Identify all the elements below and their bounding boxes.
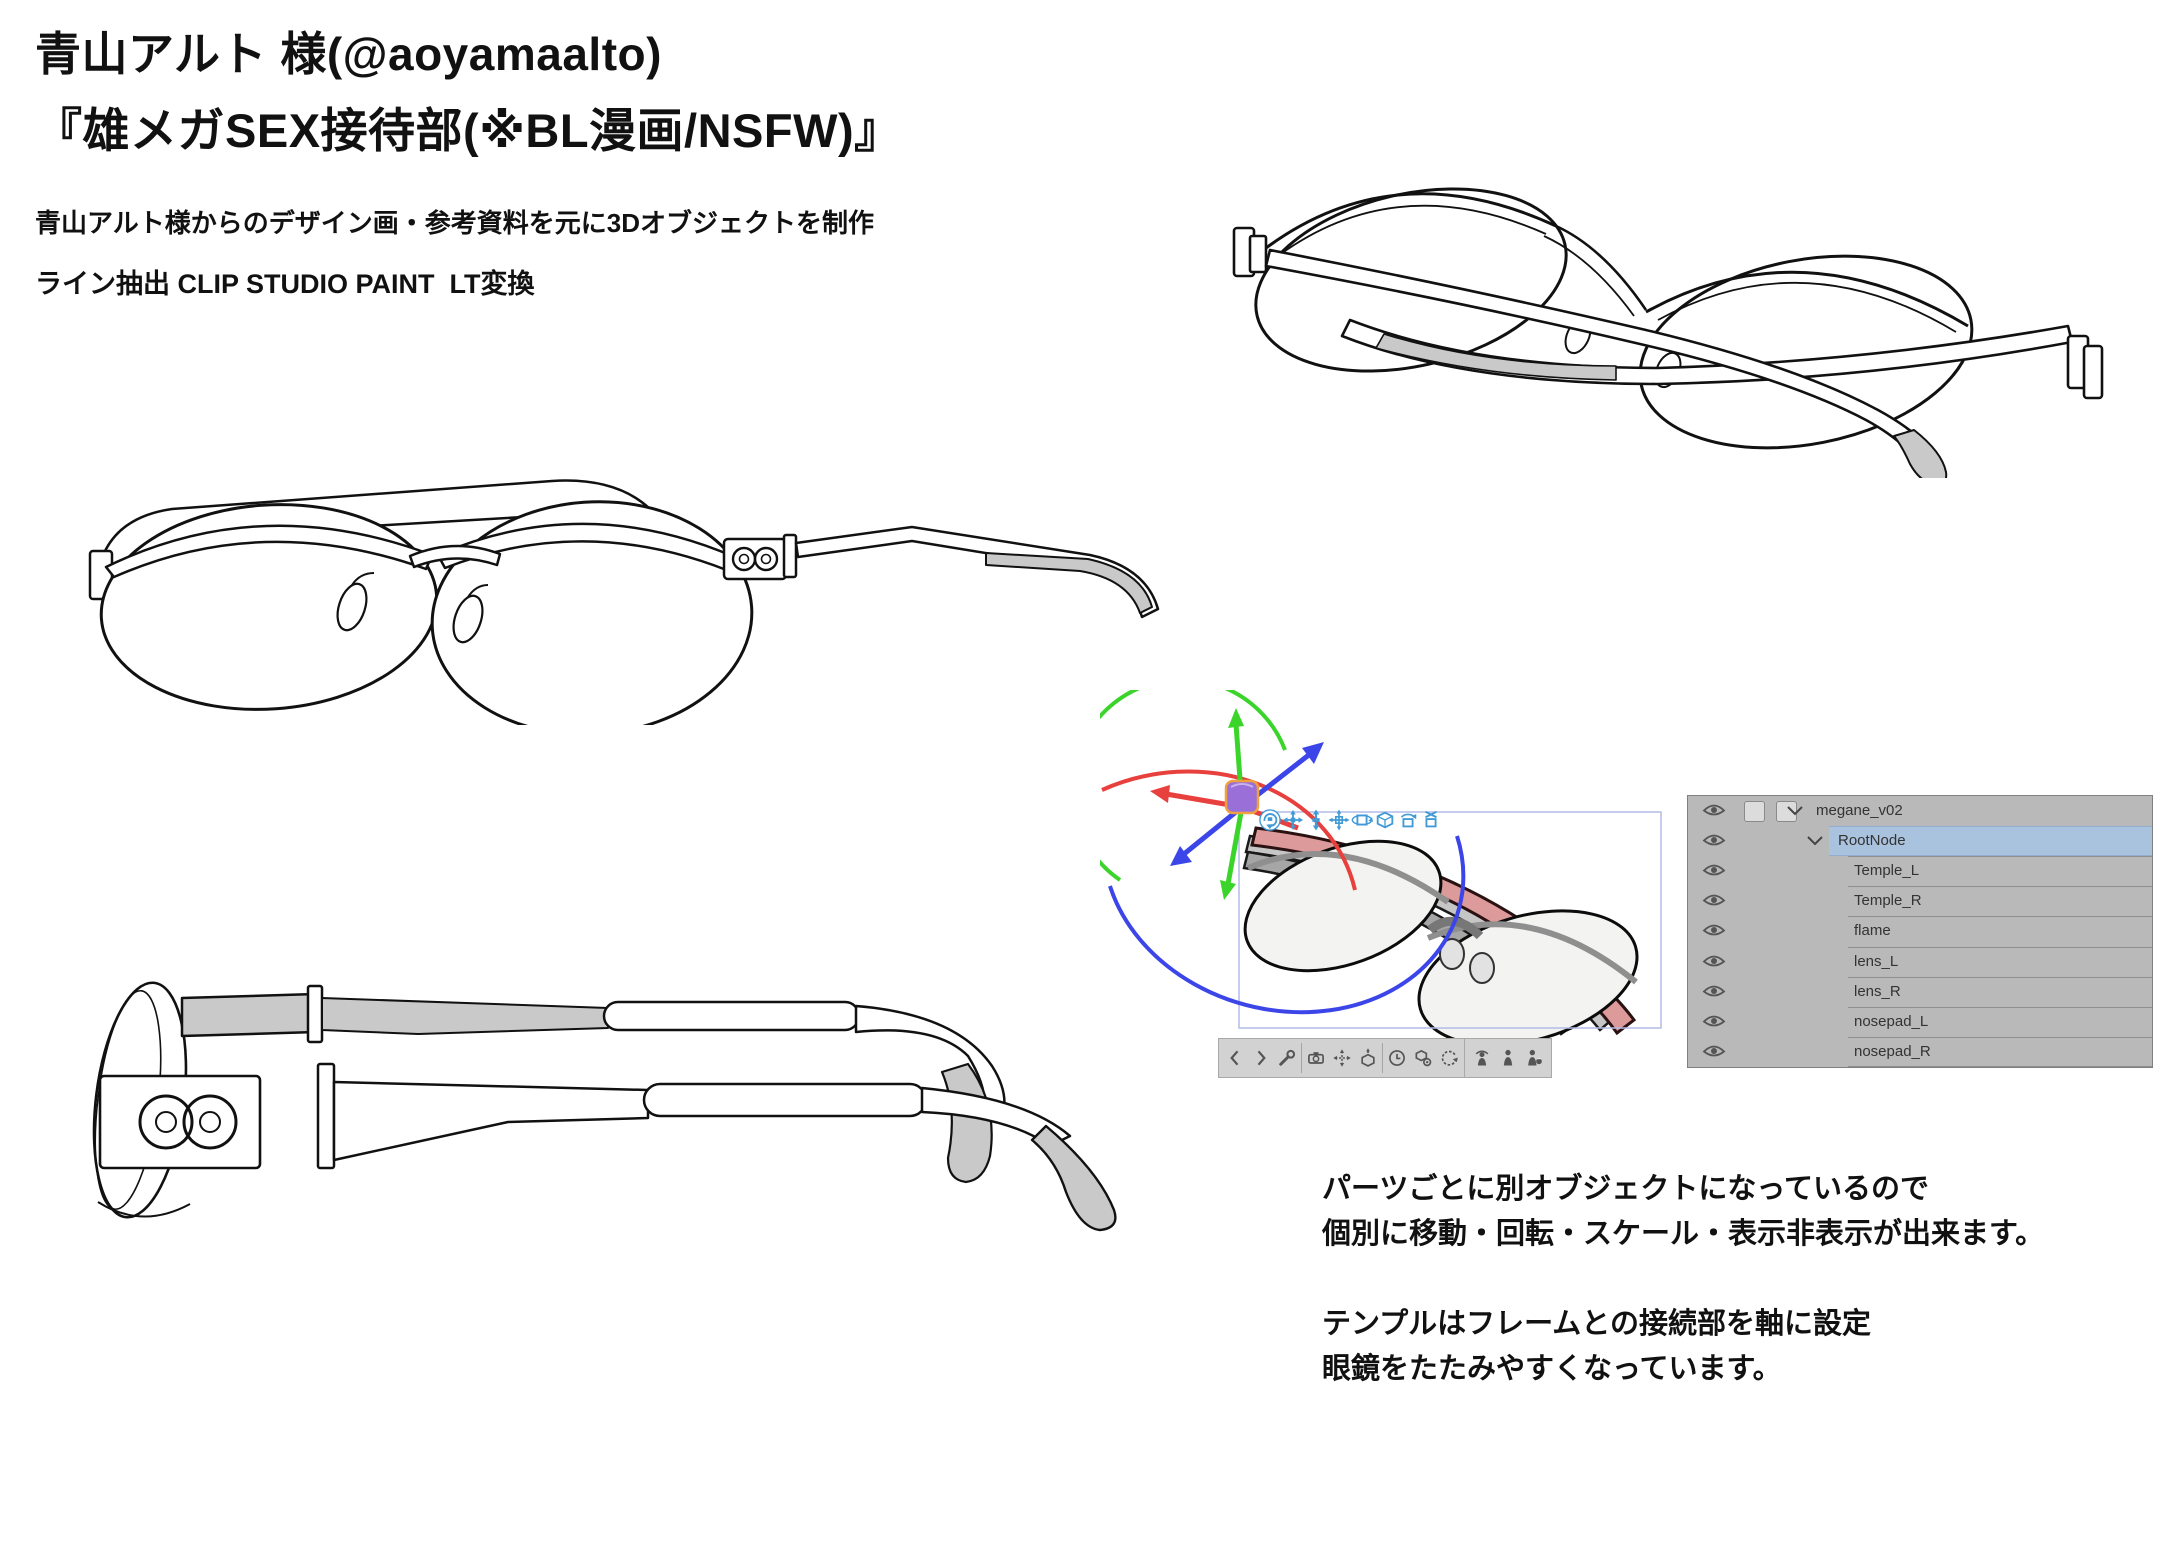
layer-row-nosepad-r[interactable]: nosepad_R [1688, 1036, 2152, 1068]
pose-body-icon[interactable] [1495, 1040, 1521, 1076]
timeline-clock-icon[interactable] [1384, 1040, 1410, 1076]
model-rim-right [1426, 921, 1638, 985]
gizmo-rotate-x-ring[interactable] [1101, 769, 1357, 891]
glasses-front-view-drawing [88, 479, 1160, 725]
client-name: 青山アルト 様(@aoyamaalto) [35, 28, 662, 80]
layer-row-nosepad-l[interactable]: nosepad_L [1688, 1006, 2152, 1037]
visibility-eye-icon[interactable] [1702, 802, 1726, 819]
viewport-toolbar-main [1218, 1038, 1466, 1078]
gizmo-cube-highlight [1230, 783, 1254, 788]
visibility-eye-icon[interactable] [1702, 892, 1726, 909]
layer-row-temple-l[interactable]: Temple_L [1688, 856, 2152, 886]
toolbar-separator [1382, 1043, 1383, 1073]
object-roll-icon[interactable] [1396, 806, 1419, 834]
camera-pan-icon[interactable] [1281, 806, 1304, 834]
description-line-2: ライン抽出 CLIP STUDIO PAINT LT変換 [35, 269, 535, 299]
note-line: パーツごとに別オブジェクトになっているので [1322, 1173, 1929, 1205]
visibility-eye-icon[interactable] [1702, 1013, 1726, 1030]
visibility-eye-icon[interactable] [1702, 922, 1726, 939]
move-icon[interactable] [1329, 1040, 1355, 1076]
pose-hand-icon[interactable] [1521, 1040, 1547, 1076]
note-line: 個別に移動・回転・スケール・表示非表示が出来ます。 [1322, 1218, 2045, 1250]
visibility-eye-icon[interactable] [1702, 983, 1726, 1000]
material-cube-gear-icon[interactable] [1410, 1040, 1436, 1076]
object-scale-icon[interactable] [1373, 806, 1396, 834]
description-line-1: 青山アルト様からのデザイン画・参考資料を元に3Dオブジェクトを制作 [35, 208, 874, 238]
model-nosepad-right [1469, 952, 1495, 984]
object-snap-icon[interactable] [1419, 806, 1442, 834]
visibility-eye-icon[interactable] [1702, 953, 1726, 970]
layer-row-root[interactable]: megane_v02 [1688, 796, 2152, 826]
gizmo-center-cube[interactable] [1224, 779, 1260, 815]
tool-settings-wrench-icon[interactable] [1274, 1040, 1300, 1076]
layer-label[interactable]: megane_v02 [1816, 802, 1903, 819]
note-line: テンプルはフレームとの接続部を軸に設定 [1322, 1308, 1871, 1340]
object-rotate-icon[interactable] [1350, 806, 1373, 834]
layer-checkbox[interactable] [1744, 801, 1765, 822]
layer-row-lens-r[interactable]: lens_R [1688, 976, 2152, 1007]
glasses-folded-view-drawing [1232, 187, 2104, 478]
object-manipulation-toolbar [1258, 806, 1442, 834]
visibility-eye-icon[interactable] [1702, 1043, 1726, 1060]
visibility-eye-icon[interactable] [1702, 862, 1726, 879]
layer-panel: megane_v02 RootNode Temple_L Temple_R [1687, 795, 2153, 1068]
chevron-down-icon[interactable] [1786, 804, 1804, 817]
chevron-down-icon[interactable] [1806, 834, 1824, 847]
camera-zoom-icon[interactable] [1304, 806, 1327, 834]
model-nosepad-left [1439, 938, 1465, 970]
layer-label[interactable]: RootNode [1838, 832, 1906, 850]
toolbar-separator [1301, 1043, 1302, 1073]
prev-icon[interactable] [1222, 1040, 1248, 1076]
gizmo-rotate-y-ring[interactable] [1100, 690, 1287, 882]
layer-label[interactable]: flame [1854, 922, 1891, 940]
object-cube-icon[interactable] [1355, 1040, 1381, 1076]
3d-viewport[interactable] [1100, 690, 1710, 1090]
glasses-side-view-drawing [92, 981, 1117, 1232]
layer-row-lens-l[interactable]: lens_L [1688, 946, 2152, 977]
layer-label[interactable]: Temple_R [1854, 892, 1922, 910]
camera-rotate-icon[interactable] [1258, 806, 1281, 834]
model-rim-left [1246, 851, 1450, 905]
notes-block: パーツごとに別オブジェクトになっているので 個別に移動・回転・スケール・表示非表… [1322, 1167, 2044, 1392]
pose-spiral-icon[interactable] [1469, 1040, 1495, 1076]
layer-row-rootnode[interactable]: RootNode [1688, 826, 2152, 857]
camera-icon[interactable] [1303, 1040, 1329, 1076]
note-line: 眼鏡をたたみやすくなっています。 [1322, 1353, 1782, 1385]
visibility-eye-icon[interactable] [1702, 832, 1726, 849]
note-spacer [1322, 1257, 2044, 1302]
layer-row-temple-r[interactable]: Temple_R [1688, 886, 2152, 916]
layer-label[interactable]: Temple_L [1854, 862, 1920, 880]
next-icon[interactable] [1248, 1040, 1274, 1076]
layer-row-flame[interactable]: flame [1688, 916, 2152, 946]
gizmo-rotate-z-ring[interactable] [1108, 835, 1466, 1015]
reset-rotation-icon[interactable] [1436, 1040, 1462, 1076]
layer-label[interactable]: lens_L [1854, 952, 1899, 970]
layer-label[interactable]: lens_R [1854, 982, 1901, 1000]
layer-label[interactable]: nosepad_R [1854, 1042, 1931, 1060]
work-title: 『雄メガSEX接待部(※BL漫画/NSFW)』 [35, 104, 902, 157]
object-move-icon[interactable] [1327, 806, 1350, 834]
selected-row-highlight [1829, 826, 2152, 857]
selection-bounding-box [1238, 811, 1662, 1029]
viewport-toolbar-pose [1464, 1038, 1552, 1078]
layer-label[interactable]: nosepad_L [1854, 1012, 1929, 1030]
